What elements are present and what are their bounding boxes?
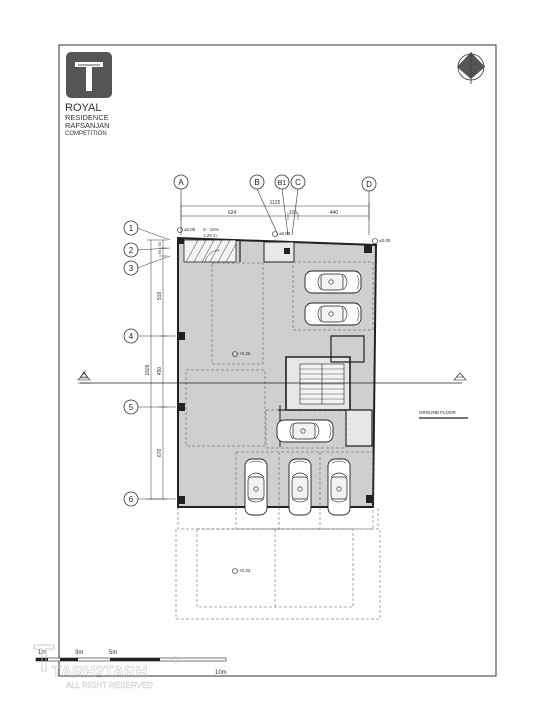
- grid-bubble-b1: [274, 174, 290, 190]
- row-label-6: 6: [129, 495, 134, 504]
- row-bubble-6: [123, 491, 139, 507]
- watermark: TARH2TARH ALL RIGHT RESERVED: [33, 644, 179, 690]
- sheet-frame: [58, 44, 497, 677]
- section-marker-right-icon: [453, 372, 467, 381]
- dim-left-small1: 50: [157, 241, 162, 246]
- row-bubble-3: [123, 260, 139, 276]
- dim-top-total: 1135: [270, 200, 281, 206]
- structural-columns: [178, 238, 373, 504]
- row-bubble-2: [123, 242, 139, 258]
- level-marker-icon: [177, 227, 183, 233]
- row-grid: 1 2 3 4 5 6: [123, 220, 176, 507]
- top-dimensions: 1135 624 105 440: [180, 200, 370, 220]
- level-yard: +0.22: [239, 568, 251, 573]
- parked-cars: [244, 270, 362, 516]
- level-top-right: ±0.00: [379, 238, 391, 243]
- title-line-2: RESIDENCE: [65, 113, 109, 122]
- level-top-left: ±0.00: [184, 227, 196, 232]
- car-icon: [288, 458, 312, 516]
- grid-label-b1: B1: [278, 180, 287, 187]
- grid-label-c: C: [295, 178, 301, 187]
- scale-3m: 3m: [75, 650, 83, 656]
- level-marker-icon: [272, 231, 278, 237]
- section-marker-left-icon: [77, 372, 91, 381]
- left-dimensions: 1826 50 60 519 450 678: [145, 239, 167, 500]
- level-top-mid: ±0.00: [279, 231, 291, 236]
- car-icon: [304, 302, 362, 326]
- ramp-height-note: 1.25 m: [203, 233, 217, 238]
- watermark-logo-icon: [33, 644, 55, 672]
- grid-bubble-d: [361, 176, 377, 192]
- watermark-rights: ALL RIGHT RESERVED: [66, 681, 153, 690]
- title-line-4: COMPETITION: [65, 131, 107, 137]
- title-block: ROYAL RESIDENCE RAFSANJAN COMPETITION: [65, 52, 112, 137]
- row-bubble-1: [123, 220, 139, 236]
- level-marker-icon: [372, 238, 378, 244]
- title-line-1: ROYAL: [65, 102, 101, 114]
- dim-top-seg3: 440: [330, 210, 339, 216]
- car-icon: [276, 419, 334, 443]
- north-arrow-icon: [457, 52, 485, 84]
- dim-left-seg2: 450: [157, 367, 163, 376]
- floor-label-block: GROUND FLOOR: [419, 410, 468, 419]
- level-markers: ±0.00 ±0.00 ±0.00 +0.22 +0.22: [177, 227, 391, 574]
- dim-left-total: 1826: [145, 364, 151, 375]
- floor-label: GROUND FLOOR: [419, 410, 457, 415]
- level-interior: +0.22: [239, 351, 251, 356]
- grid-bubble-b: [249, 174, 265, 190]
- car-icon: [304, 270, 362, 294]
- grid-label-a: A: [178, 178, 184, 187]
- row-label-2: 2: [129, 246, 134, 255]
- level-marker-icon: [232, 568, 238, 574]
- row-label-5: 5: [129, 403, 134, 412]
- interior-walls: [239, 241, 373, 447]
- watermark-name: TARH2TARH: [52, 664, 147, 681]
- section-line: [77, 369, 467, 384]
- dim-left-seg3: 678: [157, 449, 163, 458]
- row-label-3: 3: [129, 264, 134, 273]
- scale-10m: 10m: [215, 670, 227, 676]
- car-icon: [244, 458, 268, 516]
- dim-top-seg1: 624: [228, 210, 237, 216]
- car-icon: [327, 458, 351, 516]
- entry-ramp: S : 16% 1.25 m: [183, 227, 237, 263]
- dim-left-small2: 60: [157, 249, 162, 254]
- column-grid: A B B1 C D: [173, 174, 377, 236]
- row-label-4: 4: [129, 332, 134, 341]
- grid-bubble-c: [290, 174, 306, 190]
- grid-label-b: B: [254, 178, 259, 187]
- ramp-slope-note: S : 16%: [203, 227, 219, 232]
- guard-room: [263, 241, 295, 263]
- scale-5m: 5m: [109, 650, 117, 656]
- row-bubble-5: [123, 399, 139, 415]
- row-bubble-4: [123, 328, 139, 344]
- dim-left-seg1: 519: [157, 292, 163, 301]
- logo-letter-shape: [75, 62, 103, 91]
- grid-bubble-a: [173, 174, 189, 190]
- dim-top-seg2: 105: [289, 210, 298, 216]
- grid-label-d: D: [366, 180, 372, 189]
- parking-stalls: [175, 261, 381, 620]
- title-line-3: RAFSANJAN: [65, 121, 110, 130]
- row-label-1: 1: [129, 224, 134, 233]
- level-marker-icon: [232, 351, 238, 357]
